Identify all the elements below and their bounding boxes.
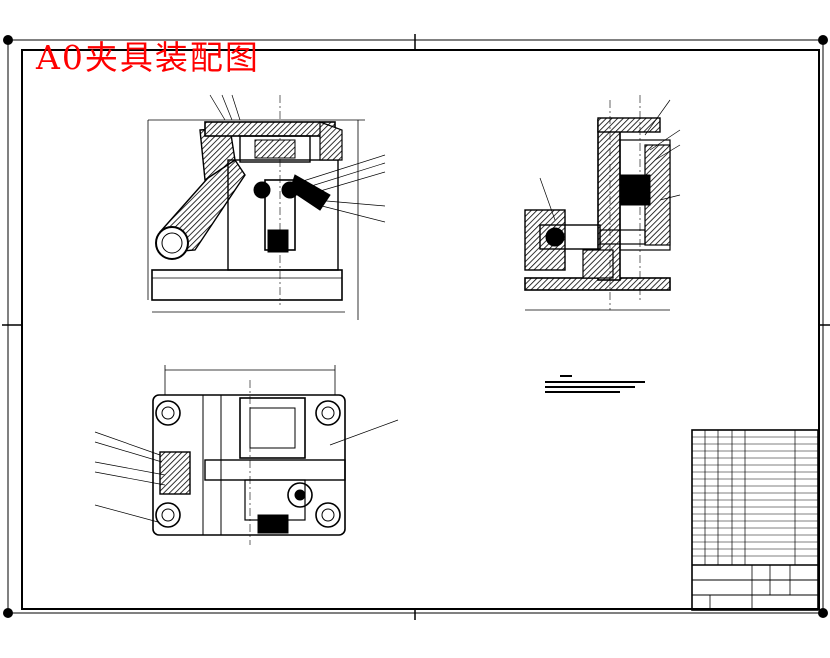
parts-list-rows xyxy=(692,436,818,557)
drawing-frame xyxy=(2,34,830,620)
drawing-title: A0夹具装配图 xyxy=(36,38,260,77)
top-view xyxy=(94,365,399,545)
side-section-view xyxy=(524,95,681,311)
front-view xyxy=(147,94,386,320)
title-block xyxy=(691,429,819,611)
technical-notes xyxy=(545,375,645,393)
corner-marks xyxy=(3,35,828,618)
